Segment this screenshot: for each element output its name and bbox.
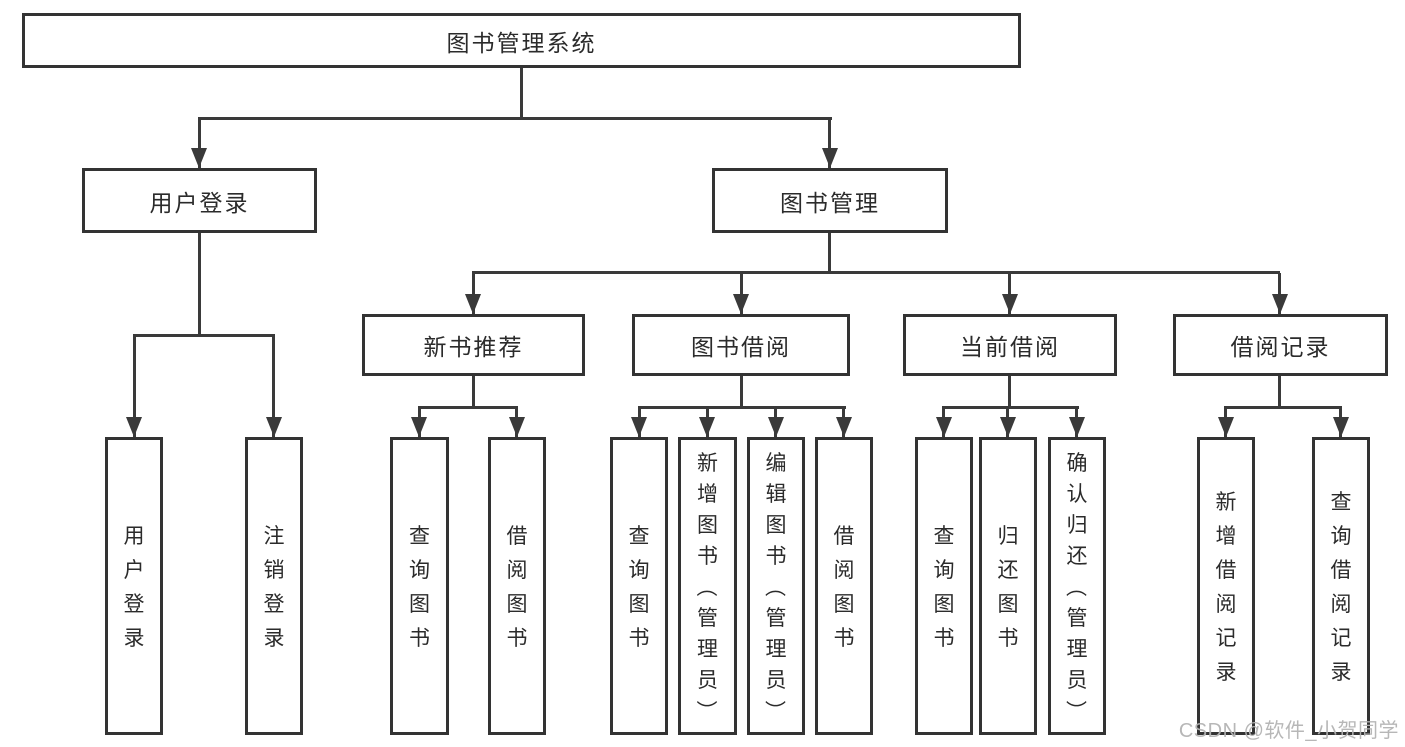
leaf-recommend-query-books: 查询图书 bbox=[390, 437, 449, 735]
node-root-label: 图书管理系统 bbox=[446, 29, 597, 56]
leaf-borrow-query-books: 查询图书 bbox=[610, 437, 668, 735]
leaf-borrow-edit-books-admin-label: 编辑图书（管理员） bbox=[763, 452, 787, 721]
leaf-user-login: 用户登录 bbox=[105, 437, 163, 735]
leaf-borrow-edit-books-admin: 编辑图书（管理员） bbox=[747, 437, 805, 735]
leaf-current-return-books-label: 归还图书 bbox=[997, 525, 1019, 650]
node-book-management-label: 图书管理 bbox=[780, 189, 880, 216]
node-root: 图书管理系统 bbox=[22, 13, 1021, 68]
csdn-watermark: CSDN @软件_小贺同学 bbox=[1178, 720, 1399, 742]
node-new-book-recommend: 新书推荐 bbox=[362, 314, 585, 376]
leaf-logout: 注销登录 bbox=[245, 437, 303, 735]
leaf-borrow-borrow-books-label: 借阅图书 bbox=[833, 525, 855, 650]
leaf-records-add-record: 新增借阅记录 bbox=[1197, 437, 1255, 735]
node-book-borrow: 图书借阅 bbox=[632, 314, 850, 376]
leaf-records-query-record-label: 查询借阅记录 bbox=[1330, 491, 1352, 684]
leaf-user-login-label: 用户登录 bbox=[123, 525, 145, 650]
leaf-records-query-record: 查询借阅记录 bbox=[1312, 437, 1370, 735]
node-user-login: 用户登录 bbox=[82, 168, 317, 233]
leaf-borrow-query-books-label: 查询图书 bbox=[628, 525, 650, 650]
leaf-recommend-borrow-books-label: 借阅图书 bbox=[506, 525, 528, 650]
node-borrow-records-label: 借阅记录 bbox=[1230, 334, 1331, 360]
leaf-recommend-borrow-books: 借阅图书 bbox=[488, 437, 546, 735]
node-current-borrow: 当前借阅 bbox=[903, 314, 1117, 376]
node-book-management: 图书管理 bbox=[712, 168, 948, 233]
leaf-current-return-books: 归还图书 bbox=[979, 437, 1037, 735]
leaf-current-query-books-label: 查询图书 bbox=[933, 525, 955, 650]
leaf-recommend-query-books-label: 查询图书 bbox=[409, 525, 430, 650]
node-user-login-label: 用户登录 bbox=[149, 189, 250, 216]
leaf-logout-label: 注销登录 bbox=[263, 525, 285, 650]
leaf-records-add-record-label: 新增借阅记录 bbox=[1215, 491, 1237, 684]
node-book-borrow-label: 图书借阅 bbox=[691, 334, 791, 360]
node-new-book-recommend-label: 新书推荐 bbox=[423, 334, 524, 360]
leaf-borrow-add-books-admin-label: 新增图书（管理员） bbox=[694, 452, 719, 721]
node-borrow-records: 借阅记录 bbox=[1173, 314, 1388, 376]
leaf-current-confirm-return-admin: 确认归还（管理员） bbox=[1048, 437, 1106, 735]
leaf-current-query-books: 查询图书 bbox=[915, 437, 973, 735]
leaf-current-confirm-return-admin-label: 确认归还（管理员） bbox=[1064, 452, 1088, 721]
leaf-borrow-add-books-admin: 新增图书（管理员） bbox=[678, 437, 737, 735]
leaf-borrow-borrow-books: 借阅图书 bbox=[815, 437, 873, 735]
node-current-borrow-label: 当前借阅 bbox=[960, 334, 1060, 360]
